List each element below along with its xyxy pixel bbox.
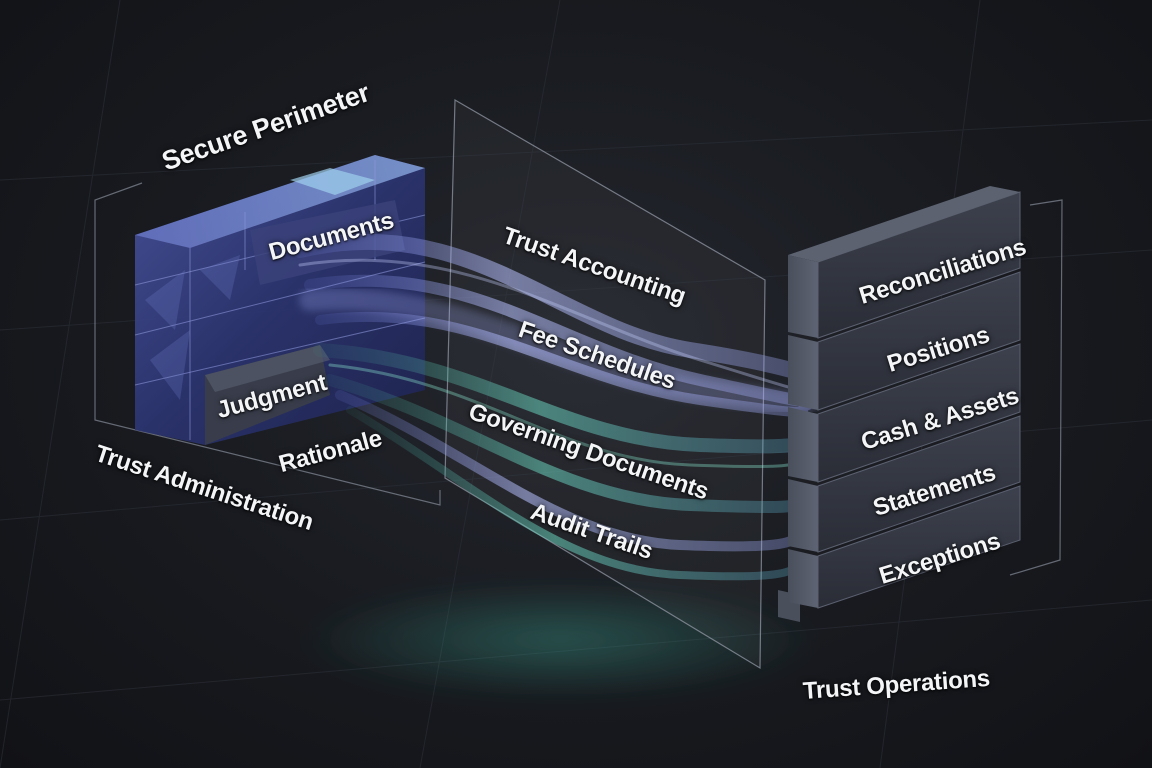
perimeter-panel xyxy=(444,98,766,670)
right-stack xyxy=(778,186,1021,622)
right-frame xyxy=(1009,199,1063,576)
left-frame xyxy=(94,182,441,506)
left-cube xyxy=(134,155,426,445)
floor-glow xyxy=(300,580,820,700)
